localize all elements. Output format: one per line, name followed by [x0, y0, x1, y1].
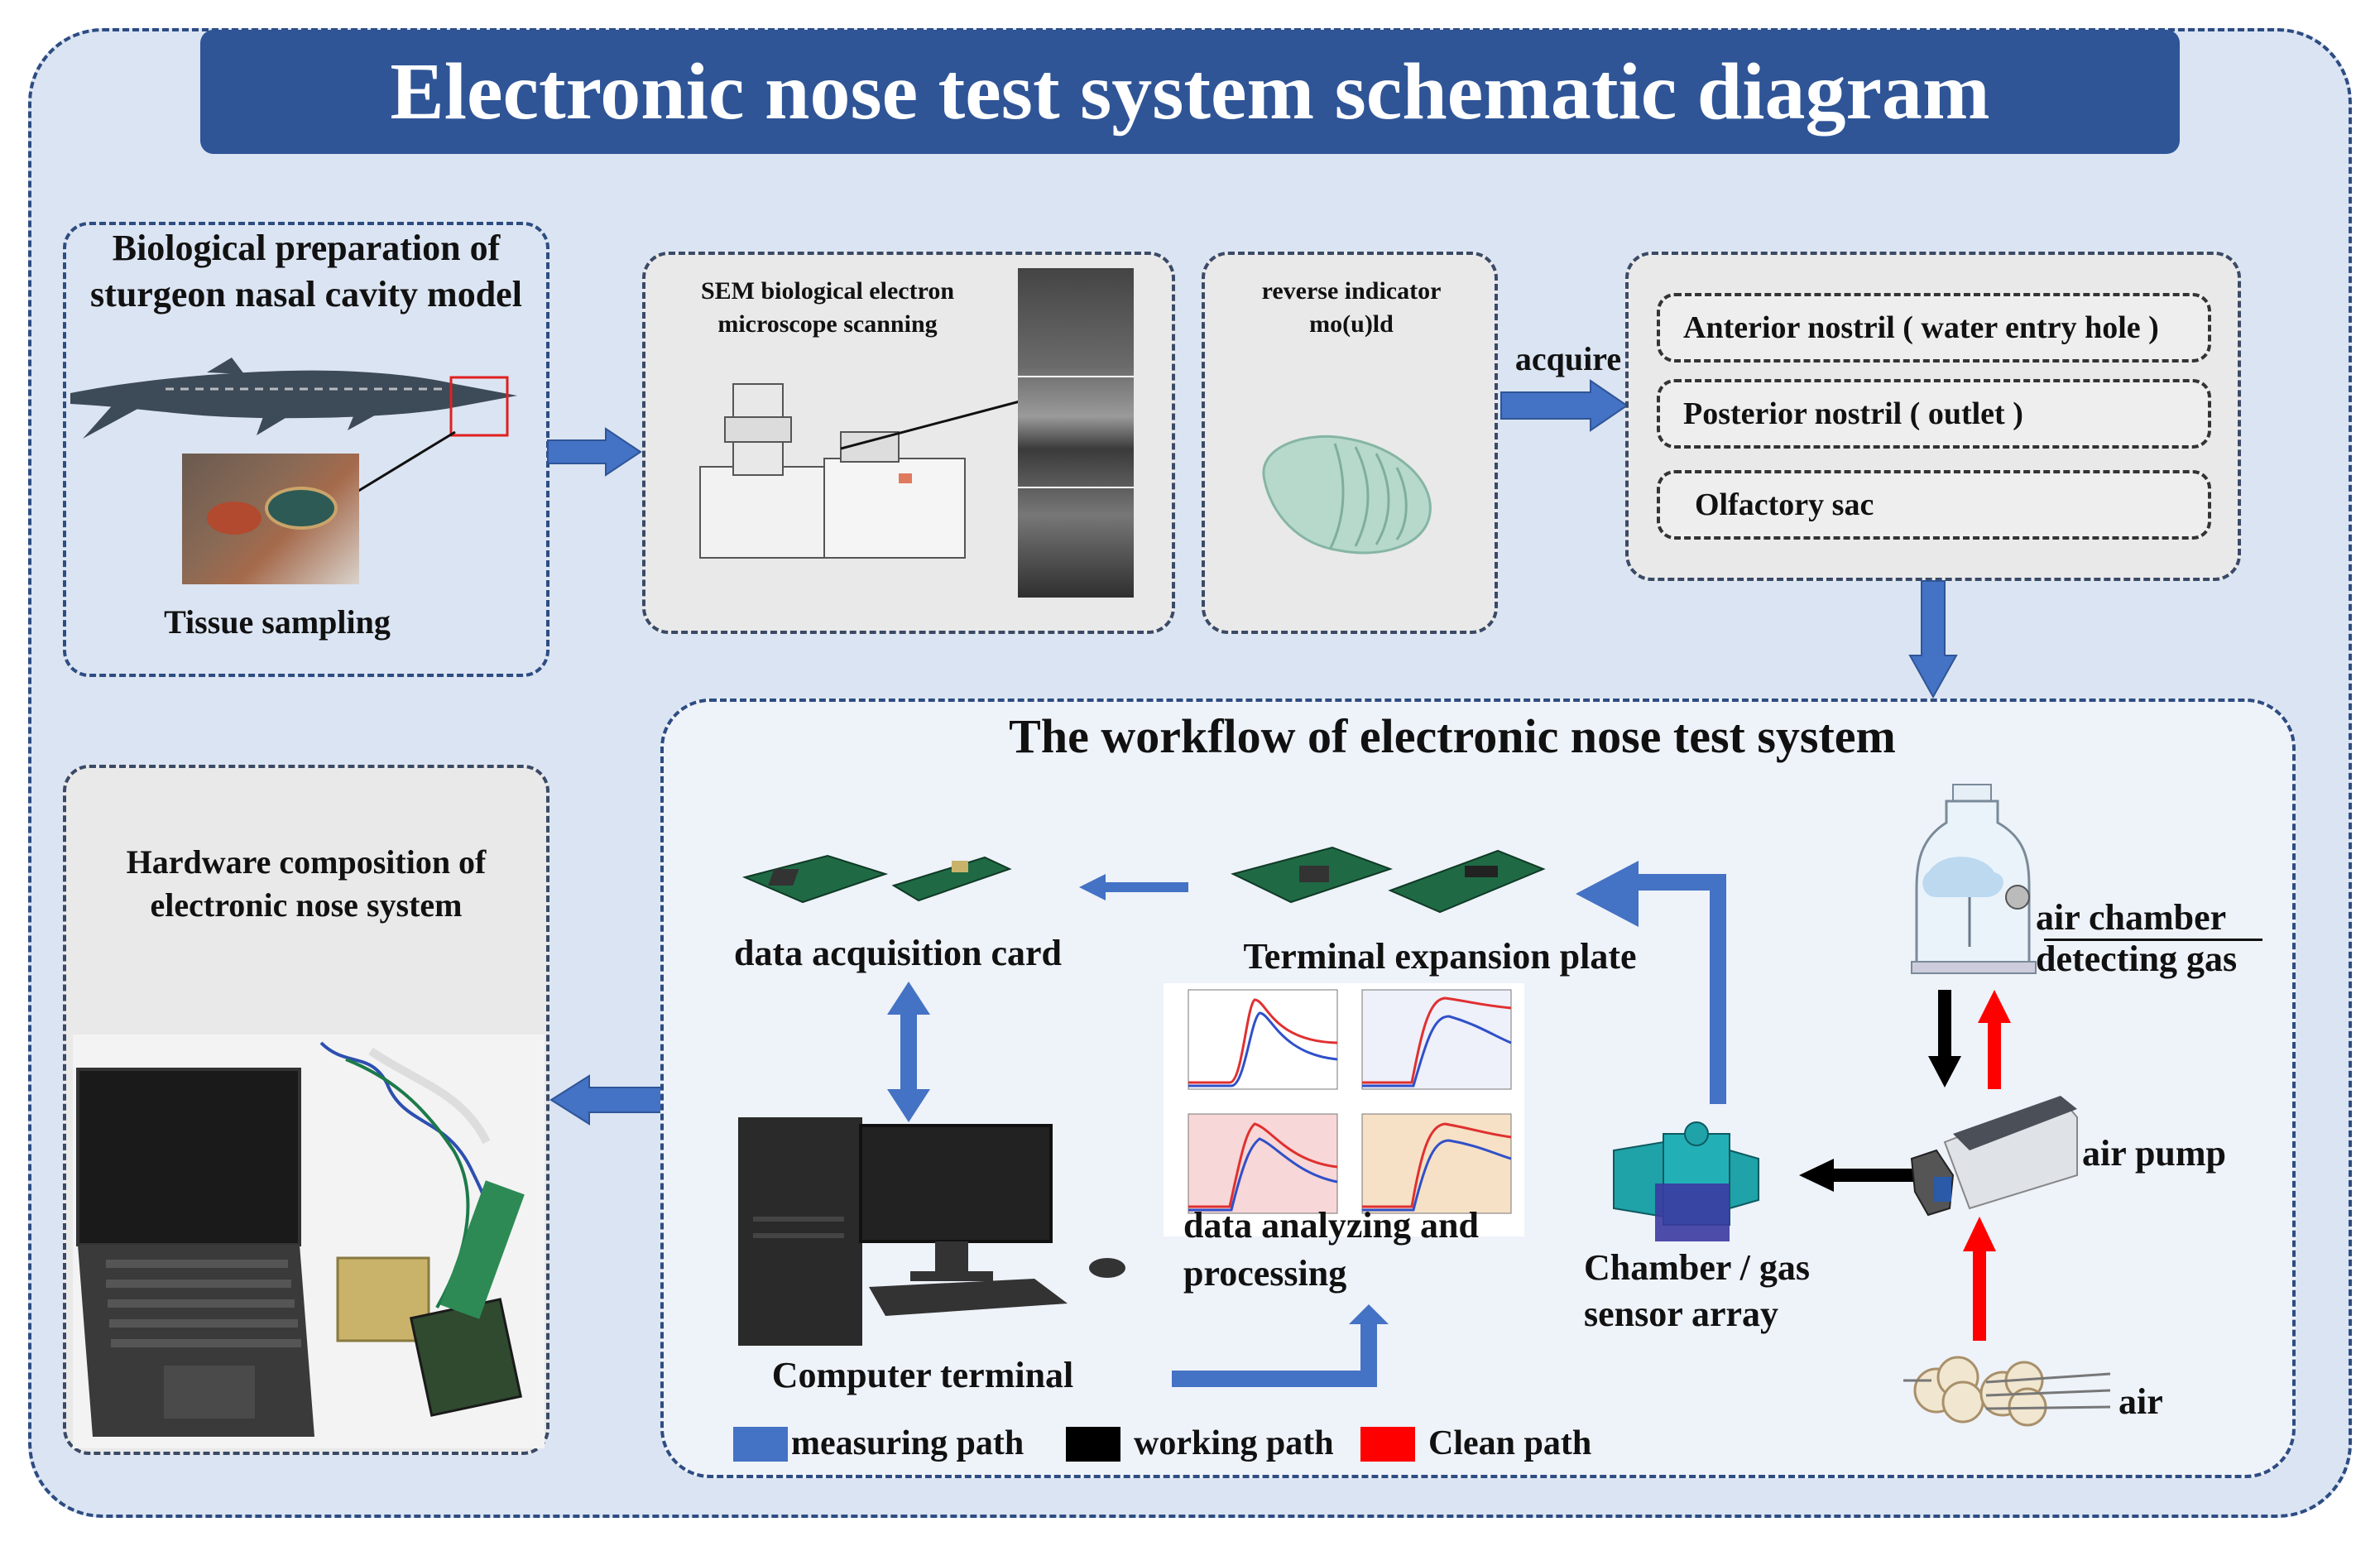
arrow-air-to-pump: [1963, 1217, 1996, 1341]
tissue-label: Tissue sampling: [164, 603, 391, 641]
hardware-photo: [73, 1035, 545, 1448]
legend-swatch-clean: [1360, 1427, 1415, 1462]
sensor-label: Chamber / gas sensor array: [1584, 1247, 1810, 1334]
structure-item-anterior-nostril: Anterior nostril ( water entry hole ): [1657, 293, 2211, 362]
structure-item-posterior-nostril: Posterior nostril ( outlet ): [1657, 379, 2211, 449]
sturgeon-image: [70, 358, 517, 494]
analysis-label: data analyzing and processing: [1183, 1205, 1479, 1294]
arrow-chamber-to-pump: [1928, 990, 1961, 1087]
air-cloud-icon: [1903, 1356, 2111, 1427]
sem-label: SEM biological electron microscope scann…: [700, 277, 955, 338]
air-pump-image: [1910, 1096, 2078, 1217]
arrow-computer-to-analysis: [1172, 1304, 1389, 1387]
hardware-title: Hardware composition of electronic nose …: [126, 843, 487, 924]
air-chamber-underline: [2044, 939, 2262, 941]
arrow-pump-to-chamber: [1978, 990, 2011, 1089]
air-chamber-label: air chamber detecting gas: [2036, 897, 2238, 979]
terminal-plate-image: [1231, 846, 1546, 914]
air-chamber-image: [1911, 784, 2037, 974]
diagram-title: Electronic nose test system schematic di…: [200, 30, 2180, 154]
analysis-charts: [1164, 983, 1524, 1236]
legend-label-measuring: measuring path: [791, 1424, 1024, 1462]
workflow-title: The workflow of electronic nose test sys…: [1009, 709, 1896, 763]
gas-sensor-chamber-image: [1613, 1121, 1759, 1241]
air-label: air: [2118, 1381, 2163, 1422]
acquire-label: acquire: [1514, 340, 1622, 377]
nasal-mold-image: [1262, 435, 1432, 555]
sem-micrograph-stack: [1018, 268, 1134, 598]
arrow-sensor-to-plate: [1576, 861, 1726, 1104]
legend-label-clean: Clean path: [1428, 1424, 1592, 1462]
air-pump-label: air pump: [2082, 1133, 2227, 1174]
computer-terminal-image: [738, 1117, 1125, 1346]
bio-panel-title: Biological preparation of sturgeon nasal…: [90, 228, 522, 314]
microscope-image: [699, 383, 1024, 559]
legend-label-working: working path: [1134, 1424, 1334, 1462]
arrow-mold-to-structures: [1500, 379, 1629, 432]
arrow-plate-to-daq: [1079, 874, 1188, 900]
arrow-bio-to-sem: [547, 427, 642, 477]
arrow-pump-to-sensor: [1799, 1159, 1913, 1192]
arrow-structures-to-workflow: [1908, 580, 1958, 699]
bio-panel: [63, 222, 549, 677]
arrow-daq-computer-bidirectional: [887, 982, 930, 1122]
terminal-plate-label: Terminal expansion plate: [1243, 936, 1637, 977]
computer-label: Computer terminal: [771, 1355, 1074, 1395]
legend: measuring path working path Clean path: [733, 1424, 1726, 1465]
tissue-photo: [182, 454, 359, 584]
daq-label: data acquisition card: [733, 933, 1063, 973]
daq-card-image: [741, 854, 1012, 904]
legend-swatch-working: [1066, 1427, 1120, 1462]
mold-label: reverse indicator mo(u)ld: [1261, 277, 1442, 338]
legend-swatch-measuring: [733, 1427, 788, 1462]
structure-item-olfactory-sac: Olfactory sac: [1657, 470, 2211, 540]
arrow-workflow-to-hardware: [549, 1074, 665, 1126]
